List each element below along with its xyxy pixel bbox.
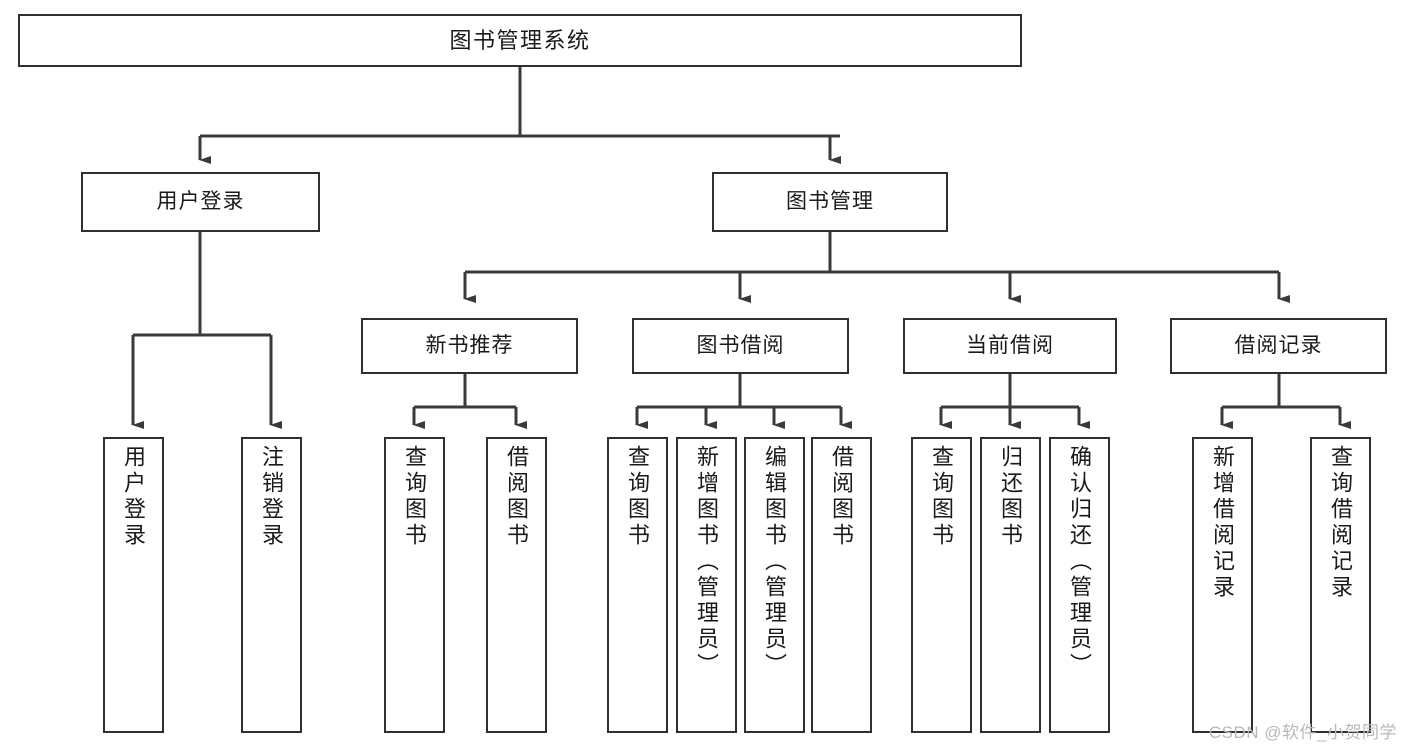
node-book-manage-label: 图书管理 [786, 189, 874, 213]
leaf-edit-book-label: 编辑图书（管理员） [762, 445, 788, 679]
node-book-manage[interactable]: 图书管理 [712, 172, 948, 232]
leaf-add-book[interactable]: 新增图书（管理员） [676, 437, 737, 733]
leaf-edit-book[interactable]: 编辑图书（管理员） [744, 437, 805, 733]
leaf-return-book[interactable]: 归还图书 [980, 437, 1041, 733]
leaf-user-login-label: 用户登录 [121, 445, 147, 549]
node-new-book-recommend[interactable]: 新书推荐 [361, 318, 578, 374]
leaf-add-record-label: 新增借阅记录 [1210, 445, 1236, 601]
node-book-borrow[interactable]: 图书借阅 [632, 318, 849, 374]
leaf-logout-label: 注销登录 [259, 445, 285, 549]
leaf-borrow-book-1-label: 借阅图书 [504, 445, 530, 549]
leaf-borrow-book-2[interactable]: 借阅图书 [811, 437, 872, 733]
leaf-confirm-return[interactable]: 确认归还（管理员） [1049, 437, 1110, 733]
leaf-return-book-label: 归还图书 [998, 445, 1024, 549]
leaf-query-record[interactable]: 查询借阅记录 [1310, 437, 1371, 733]
leaf-query-book-1[interactable]: 查询图书 [384, 437, 445, 733]
node-new-book-recommend-label: 新书推荐 [425, 333, 514, 357]
node-current-borrow-label: 当前借阅 [966, 333, 1054, 357]
leaf-query-book-1-label: 查询图书 [402, 445, 428, 549]
node-root-label: 图书管理系统 [449, 27, 591, 53]
node-user-login-label: 用户登录 [156, 189, 245, 213]
leaf-query-book-2[interactable]: 查询图书 [607, 437, 668, 733]
watermark: CSDN @软件_小贺同学 [1208, 723, 1397, 742]
leaf-query-record-label: 查询借阅记录 [1328, 445, 1354, 601]
leaf-borrow-book-1[interactable]: 借阅图书 [486, 437, 547, 733]
node-root[interactable]: 图书管理系统 [18, 14, 1022, 67]
leaf-user-login[interactable]: 用户登录 [103, 437, 164, 733]
leaf-query-book-3-label: 查询图书 [929, 445, 955, 549]
leaf-add-book-label: 新增图书（管理员） [694, 445, 720, 679]
node-borrow-record-label: 借阅记录 [1234, 333, 1323, 357]
node-book-borrow-label: 图书借阅 [696, 333, 785, 357]
node-current-borrow[interactable]: 当前借阅 [903, 318, 1117, 374]
leaf-confirm-return-label: 确认归还（管理员） [1067, 445, 1093, 679]
leaf-add-record[interactable]: 新增借阅记录 [1192, 437, 1253, 733]
leaf-query-book-2-label: 查询图书 [625, 445, 651, 549]
node-user-login[interactable]: 用户登录 [81, 172, 320, 232]
leaf-borrow-book-2-label: 借阅图书 [829, 445, 855, 549]
leaf-logout[interactable]: 注销登录 [241, 437, 302, 733]
leaf-query-book-3[interactable]: 查询图书 [911, 437, 972, 733]
node-borrow-record[interactable]: 借阅记录 [1170, 318, 1387, 374]
